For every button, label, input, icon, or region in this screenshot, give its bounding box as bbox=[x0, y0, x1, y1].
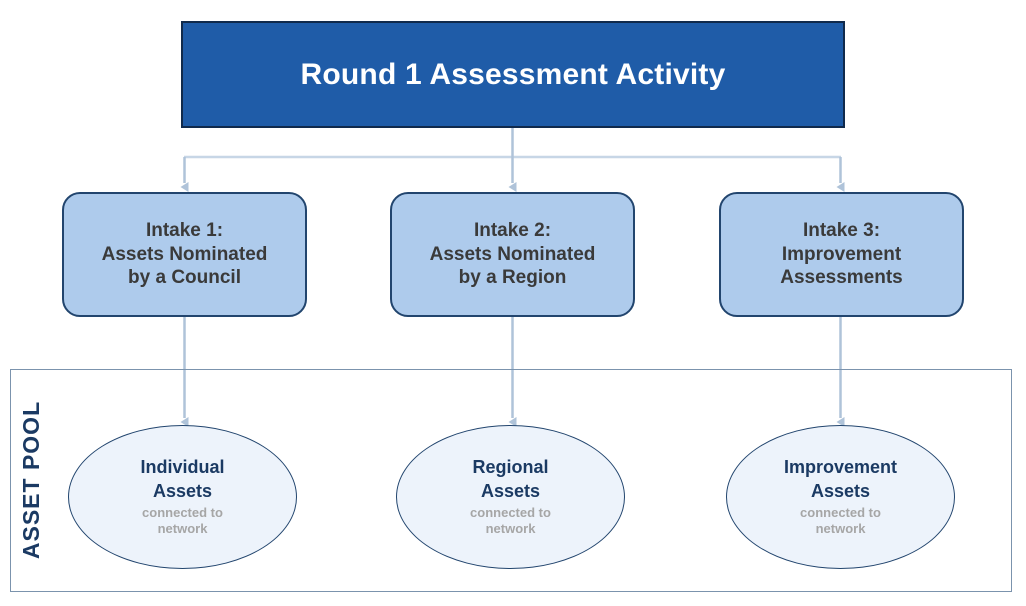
intake-box-2-label: Intake 2: Assets Nominated by a Region bbox=[429, 219, 596, 289]
intake-box-1[interactable]: Intake 1: Assets Nominated by a Council bbox=[62, 192, 307, 317]
asset-ellipse-individual-subtitle: connected to network bbox=[142, 505, 223, 537]
intake-box-1-label: Intake 1: Assets Nominated by a Council bbox=[101, 219, 268, 289]
asset-ellipse-regional-title: Regional Assets bbox=[472, 457, 549, 501]
page-title: Round 1 Assessment Activity bbox=[300, 57, 726, 91]
asset-ellipse-individual-title: Individual Assets bbox=[140, 457, 225, 501]
asset-pool-container bbox=[10, 369, 1012, 592]
intake-box-3[interactable]: Intake 3: Improvement Assessments bbox=[719, 192, 964, 317]
asset-ellipse-improvement-subtitle: connected to network bbox=[800, 505, 881, 537]
asset-pool-label: ASSET POOL bbox=[17, 400, 44, 560]
asset-ellipse-individual[interactable]: Individual Assets connected to network bbox=[68, 425, 297, 569]
asset-ellipse-improvement-title: Improvement Assets bbox=[783, 457, 898, 501]
intake-box-3-label: Intake 3: Improvement Assessments bbox=[780, 219, 903, 289]
asset-ellipse-improvement[interactable]: Improvement Assets connected to network bbox=[726, 425, 955, 569]
asset-ellipse-regional-subtitle: connected to network bbox=[470, 505, 551, 537]
intake-box-2[interactable]: Intake 2: Assets Nominated by a Region bbox=[390, 192, 635, 317]
asset-ellipse-regional[interactable]: Regional Assets connected to network bbox=[396, 425, 625, 569]
header-activity-box: Round 1 Assessment Activity bbox=[181, 21, 845, 128]
